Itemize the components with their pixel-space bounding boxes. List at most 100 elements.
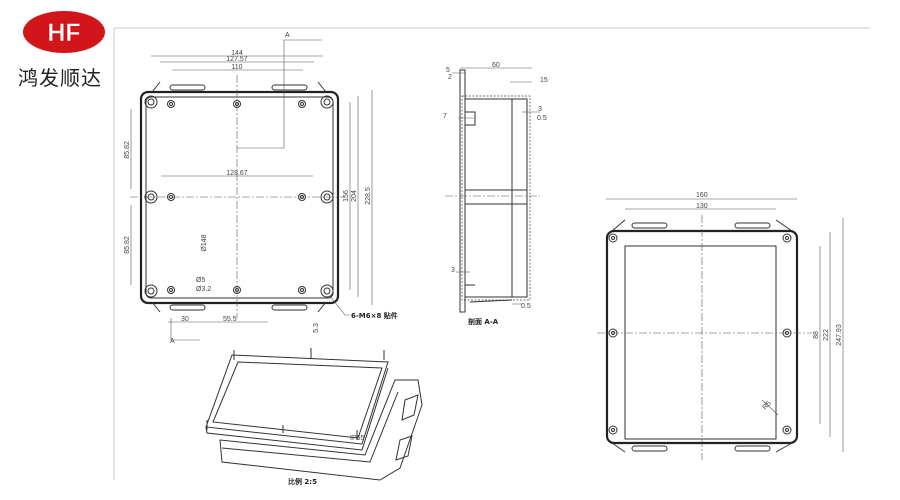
dimension-label: 228.5 [365,187,372,205]
front-view: A A 144 127.57 110 128.67 85.82 85.82 15… [124,32,398,345]
section-view: 60 5 2 15 7 3 0.5 3 0.5 剖面 A-A [443,62,548,326]
drawing-line [130,55,373,323]
dimension-label: 5 [446,67,450,74]
drawing-line [452,67,540,305]
drawing-line [395,394,419,461]
enclosure-outline [139,90,340,305]
drawing-line [459,69,466,313]
drawing-line [206,348,385,440]
drawing-line [631,445,668,452]
drawing-line [300,288,304,292]
dimension-label: 0.5 [537,115,547,122]
dimension-label: 3 [538,106,542,113]
dimension-label: 2 [448,74,452,81]
drawing-frame [113,27,870,480]
drawing-line [606,198,844,452]
drawing-line [237,39,322,149]
dimension-label: 0.5 [521,303,531,310]
dimension-label: IP65 [350,435,365,442]
mount-slot [169,84,206,91]
dimension-label: 7 [443,113,447,120]
drawing-line [785,236,789,240]
drawing-line [465,99,527,297]
drawing-line [298,286,306,294]
lid [205,354,389,445]
drawing-line [624,245,777,440]
brand-name: 鸿发顺达 [18,66,102,90]
drawing-line [144,95,158,109]
base [219,379,423,481]
lid-screws [206,348,385,440]
drawing-line [611,236,615,240]
dimension-label: 110 [231,64,242,71]
dimension-label: 144 [231,50,243,57]
company-logo: HF [22,10,106,54]
corner-bosses [144,95,334,298]
dimension-label: 127.57 [226,56,248,63]
dimension-label: 5.3 [313,323,320,333]
drawing-line [169,288,173,292]
dimension-label: 156 [343,190,350,202]
drawing-line [130,75,345,318]
drawing-line [631,222,668,229]
dimension-label: Ø148 [201,234,208,251]
dimension-label: 85.82 [124,236,131,254]
drawing-line [167,100,175,108]
dimension-label: 160 [696,192,708,199]
dimension-label: 60 [492,62,500,69]
drawing-line [323,98,331,106]
drawing-line [329,295,350,316]
drawing-line [608,425,618,435]
drawing-line [469,299,513,303]
drawing-line [212,361,383,439]
drawing-line [323,287,331,295]
dimension-label: 15 [540,77,548,84]
dimension-label: 85.82 [124,141,131,159]
drawing-line [320,284,334,298]
thread-note: 6-M6×8 贴件 [351,311,398,320]
dimension-label: Ø3.2 [196,286,211,293]
drawing-line [147,98,155,106]
drawing-line [464,98,528,298]
drawing-line [167,286,175,294]
drawing-line [144,284,158,298]
mount-slot [169,304,206,311]
drawing-line [221,391,399,463]
drawing-line [734,445,771,452]
drawing-line [169,102,173,106]
dimension-label: Ø5 [196,277,205,284]
drawing-line [298,100,306,108]
dimension-label: 204 [351,190,358,202]
isometric-view: IP65 比例 2:5 [205,348,423,486]
dimension-label: 247.93 [836,324,843,346]
dimension-label: A [170,338,175,345]
dimension-label: A [285,32,290,39]
scale-label: 比例 2:5 [288,477,317,486]
dimension-label: R5 [761,400,772,411]
dimension-label: 30 [181,316,189,323]
drawing-line [300,102,304,106]
drawing-line [461,95,531,301]
dimension-label: 128.67 [226,170,248,177]
dimension-label: 3 [451,267,455,274]
dimension-label: 55.5 [223,316,237,323]
bottom-view: 160 130 88 222 247.93 R5 [597,192,844,460]
drawing-line [597,215,812,460]
drawing-line [170,318,200,341]
drawing-line [782,425,792,435]
logo-text: HF [47,19,80,47]
drawing-line [782,233,792,243]
drawing-line [734,222,771,229]
dimension-label: 222 [823,329,830,341]
drawing-line [785,428,789,432]
section-title: 剖面 A-A [468,317,499,326]
drawing-line [611,428,615,432]
mount-slot [271,84,308,91]
drawing-line [320,95,334,109]
mount-slot [271,304,308,311]
drawing-line [611,219,793,453]
drawing-line [151,81,327,313]
drawing-line [608,233,618,243]
dimension-label: 130 [696,203,708,210]
